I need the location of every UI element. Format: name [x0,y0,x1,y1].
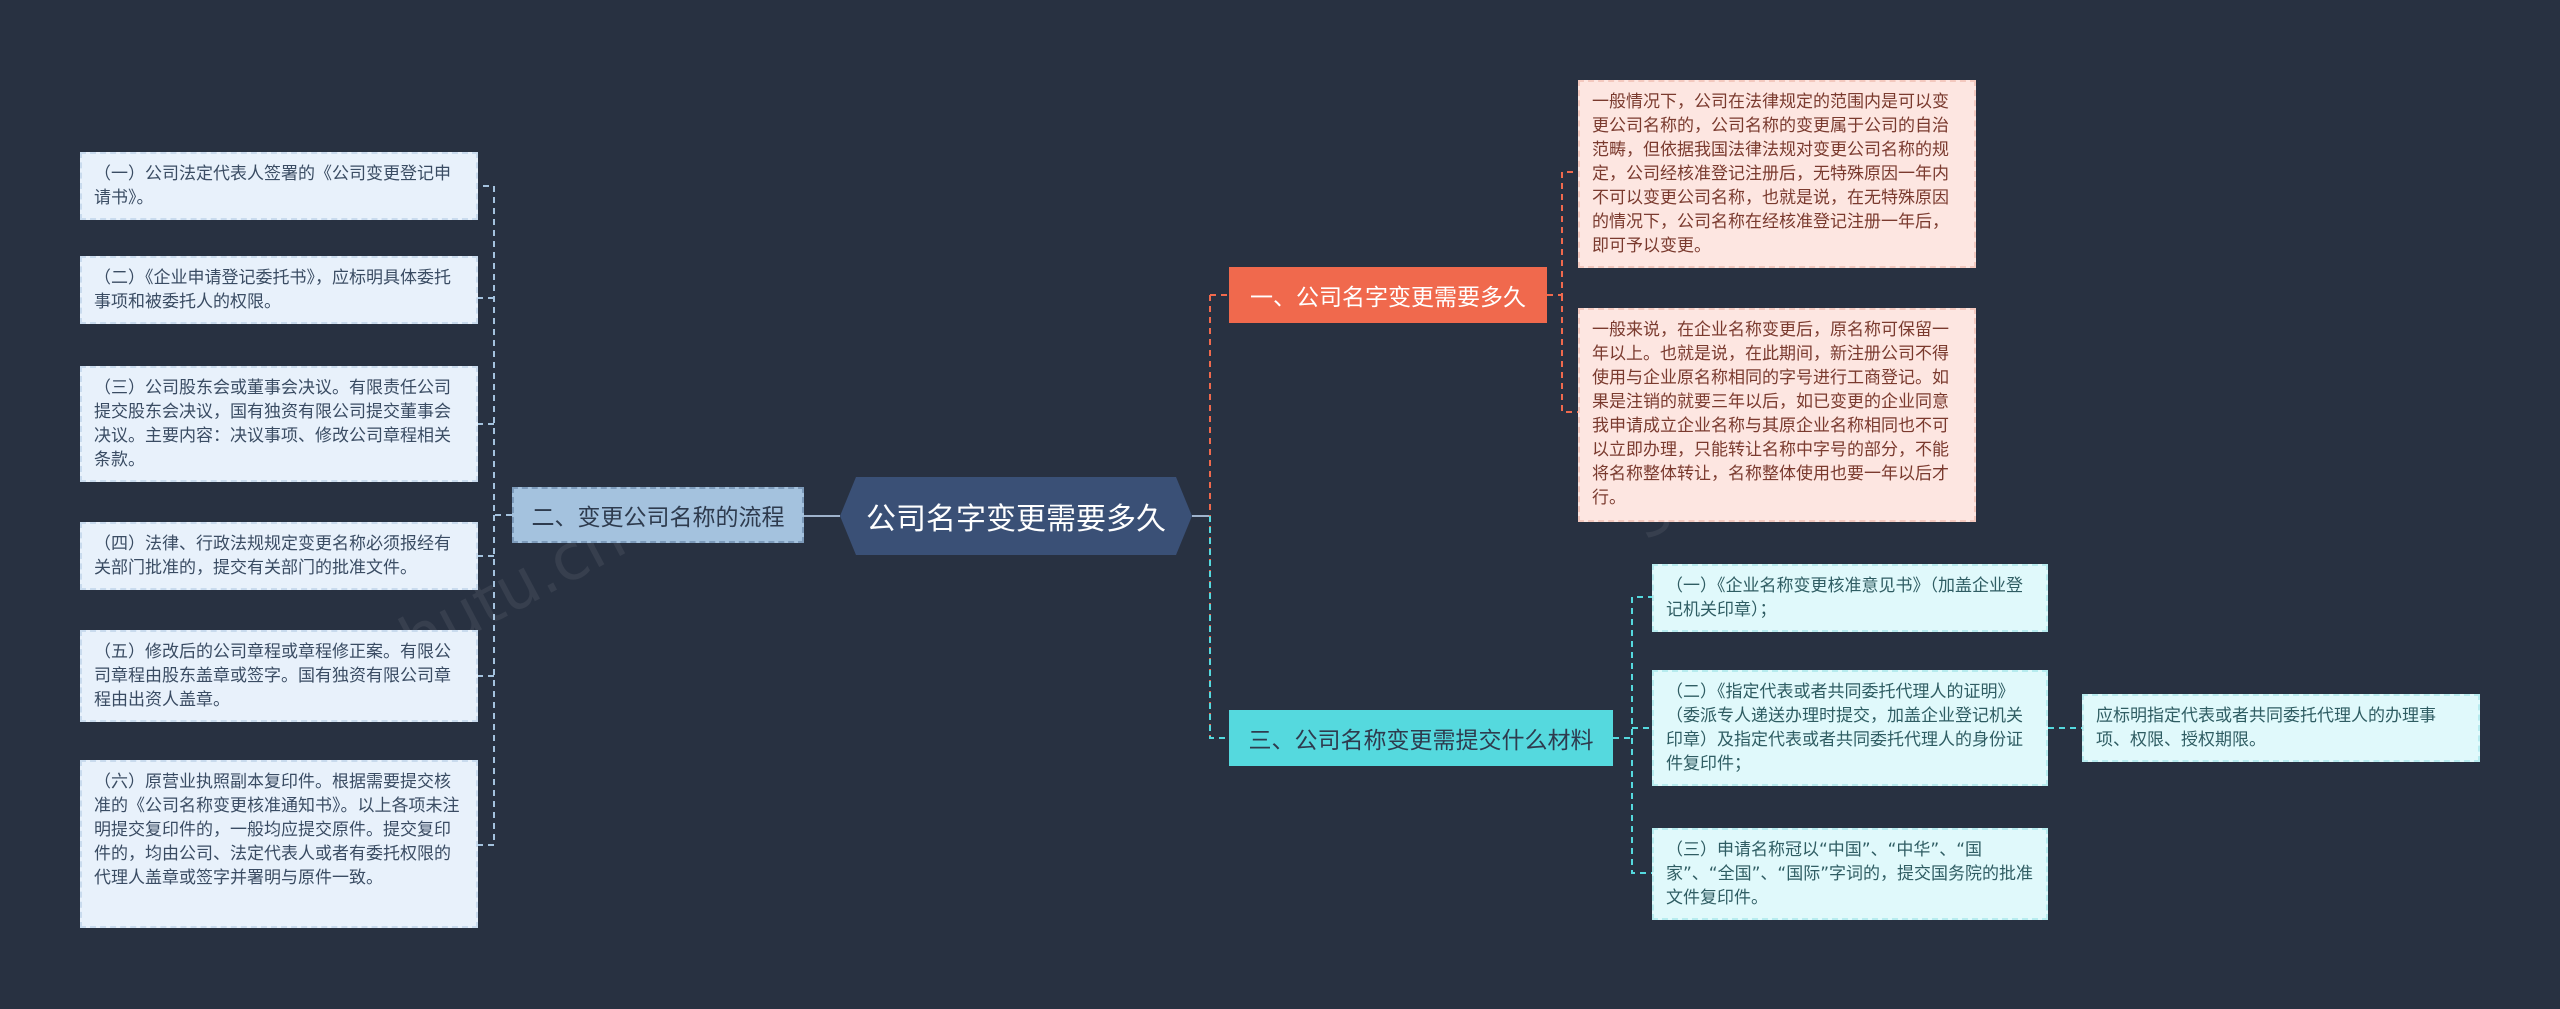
leaf-text: （一）公司法定代表人签署的《公司变更登记申请书》。 [94,164,451,208]
branch-node-duration[interactable]: 一、公司名字变更需要多久 [1229,267,1547,323]
branch-label: 一、公司名字变更需要多久 [1250,285,1526,311]
leaf-text: （六）原营业执照副本复印件。根据需要提交核准的《公司名称变更核准通知书》。以上各… [94,772,460,888]
branch3-connector [1209,516,1229,739]
leaf-materials-subnote: 应标明指定代表或者共同委托代理人的办理事项、权限、授权期限。 [2082,694,2480,762]
root-node[interactable]: 公司名字变更需要多久 [840,477,1192,555]
branch-label: 三、公司名称变更需提交什么材料 [1248,728,1594,754]
leaf-text: （五）修改后的公司章程或章程修正案。有限公司章程由股东盖章或签字。国有独资有限公… [94,642,451,710]
leaf-text: 一般来说，在企业名称变更后，原名称可保留一年以上。也就是说，在此期间，新注册公司… [1592,320,1949,508]
leaf-process-5: （五）修改后的公司章程或章程修正案。有限公司章程由股东盖章或签字。国有独资有限公… [80,630,478,722]
leaf-duration-2: 一般来说，在企业名称变更后，原名称可保留一年以上。也就是说，在此期间，新注册公司… [1578,308,1976,522]
leaf-text: （四）法律、行政法规规定变更名称必须报经有关部门批准的，提交有关部门的批准文件。 [94,534,451,578]
leaf-text: （二）《企业申请登记委托书》，应标明具体委托事项和被委托人的权限。 [94,268,451,312]
b3-leaf3-line [1631,738,1652,874]
branch-label: 二、变更公司名称的流程 [531,505,785,531]
leaf-duration-1: 一般情况下，公司在法律规定的范围内是可以变更公司名称的，公司名称的变更属于公司的… [1578,80,1976,268]
branch-node-materials[interactable]: 三、公司名称变更需提交什么材料 [1229,710,1613,766]
b3-leaf1-line [1613,596,1652,739]
b1-leaf1-line [1547,171,1578,296]
leaf-materials-2: （二）《指定代表或者共同委托代理人的证明》（委派专人递送办理时提交，加盖企业登记… [1652,670,2048,786]
leaf-text: （三）公司股东会或董事会决议。有限责任公司提交股东会决议，国有独资有限公司提交董… [94,378,451,470]
leaf-text: （三）申请名称冠以“中国”、“中华”、“国家”、“全国”、“国际”字词的，提交国… [1666,840,2034,908]
leaf-text: 一般情况下，公司在法律规定的范围内是可以变更公司名称的，公司名称的变更属于公司的… [1592,92,1949,256]
leaf-process-2: （二）《企业申请登记委托书》，应标明具体委托事项和被委托人的权限。 [80,256,478,324]
b2-trunk-line [478,185,512,516]
leaf-process-4: （四）法律、行政法规规定变更名称必须报经有关部门批准的，提交有关部门的批准文件。 [80,522,478,590]
leaf-text: （二）《指定代表或者共同委托代理人的证明》（委派专人递送办理时提交，加盖企业登记… [1666,682,2023,774]
leaf-materials-1: （一）《企业名称变更核准意见书》（加盖企业登记机关印章）； [1652,564,2048,632]
leaf-process-6: （六）原营业执照副本复印件。根据需要提交核准的《公司名称变更核准通知书》。以上各… [80,760,478,928]
leaf-process-1: （一）公司法定代表人签署的《公司变更登记申请书》。 [80,152,478,220]
leaf-materials-3: （三）申请名称冠以“中国”、“中华”、“国家”、“全国”、“国际”字词的，提交国… [1652,828,2048,920]
leaf-text: （一）《企业名称变更核准意见书》（加盖企业登记机关印章）； [1666,576,2023,620]
leaf-process-3: （三）公司股东会或董事会决议。有限责任公司提交股东会决议，国有独资有限公司提交董… [80,366,478,482]
leaf-text: 应标明指定代表或者共同委托代理人的办理事项、权限、授权期限。 [2096,706,2436,750]
branch-node-process[interactable]: 二、变更公司名称的流程 [512,487,804,543]
root-label: 公司名字变更需要多久 [866,502,1166,537]
b1-leaf2-line [1561,295,1578,413]
